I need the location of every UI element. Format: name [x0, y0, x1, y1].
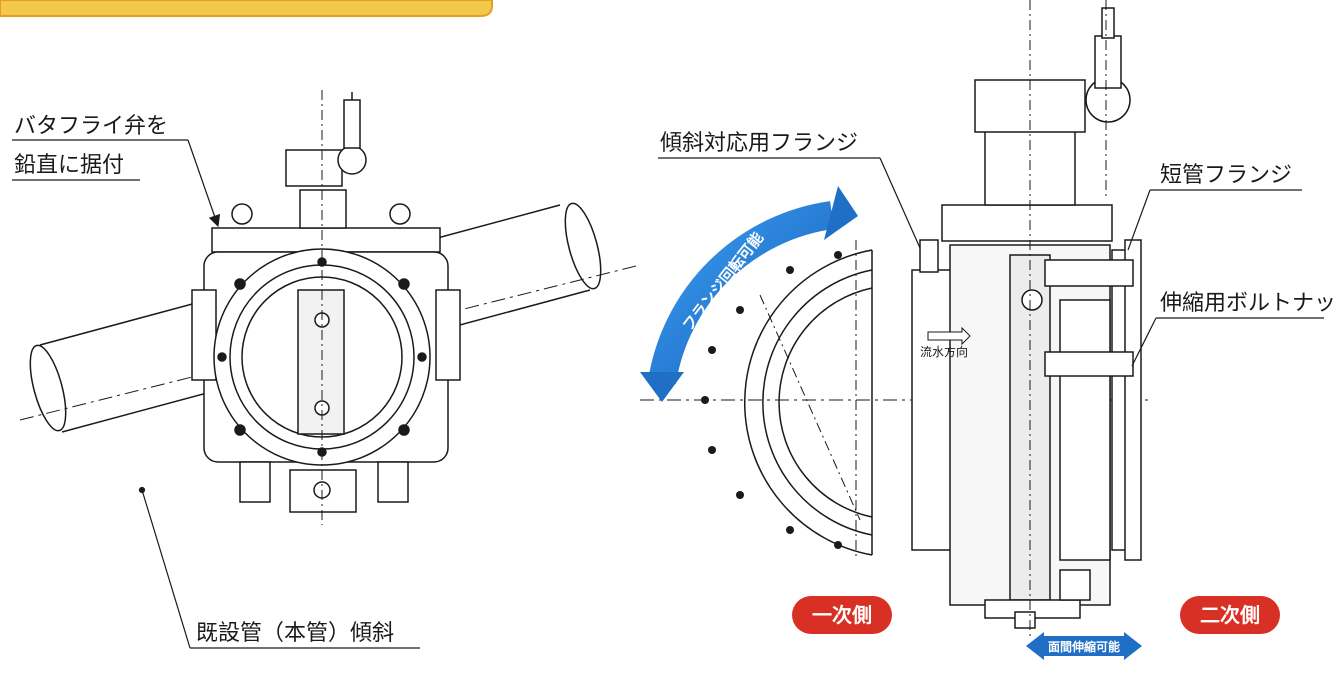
header-tab: [0, 0, 493, 17]
badge-primary-text: 一次側: [812, 603, 872, 627]
label-expansion-bolt: 伸縮用ボルトナット: [1160, 291, 1336, 316]
leader-short-pipe-flange: [1127, 189, 1302, 251]
flange-bolt-holes: [701, 251, 842, 549]
badge-secondary-side: 二次側: [1180, 596, 1280, 634]
label-short-pipe-flange: 短管フランジ: [1160, 163, 1292, 188]
leader-expansion-bolt: [1131, 317, 1324, 367]
leader-install: [12, 139, 221, 228]
right-valve: [911, 0, 1142, 640]
label-flow-direction: 流水方向: [920, 344, 968, 359]
right-view: 流水方向 フランジ回転可能 面間伸縮可能 傾斜対応用フランジ 短管フランジ 伸縮…: [640, 0, 1336, 660]
leader-existing-pipe: [138, 486, 420, 649]
label-existing-pipe: 既設管（本管）傾斜: [196, 621, 394, 646]
flow-direction: 流水方向: [920, 326, 971, 359]
face-expansion-arrow: 面間伸縮可能: [1026, 632, 1142, 660]
label-install-line1: バタフライ弁を: [14, 114, 168, 139]
label-tilt-flange: 傾斜対応用フランジ: [660, 131, 858, 156]
face-arrow-label: 面間伸縮可能: [1048, 639, 1120, 654]
badge-primary-side: 一次側: [792, 596, 892, 634]
left-valve: [191, 90, 461, 525]
left-view: バタフライ弁を 鉛直に据付 既設管（本管）傾斜: [12, 90, 641, 649]
label-install-line2: 鉛直に据付: [14, 153, 124, 178]
leader-tilt-flange: [658, 157, 921, 249]
badge-secondary-text: 二次側: [1200, 603, 1260, 627]
